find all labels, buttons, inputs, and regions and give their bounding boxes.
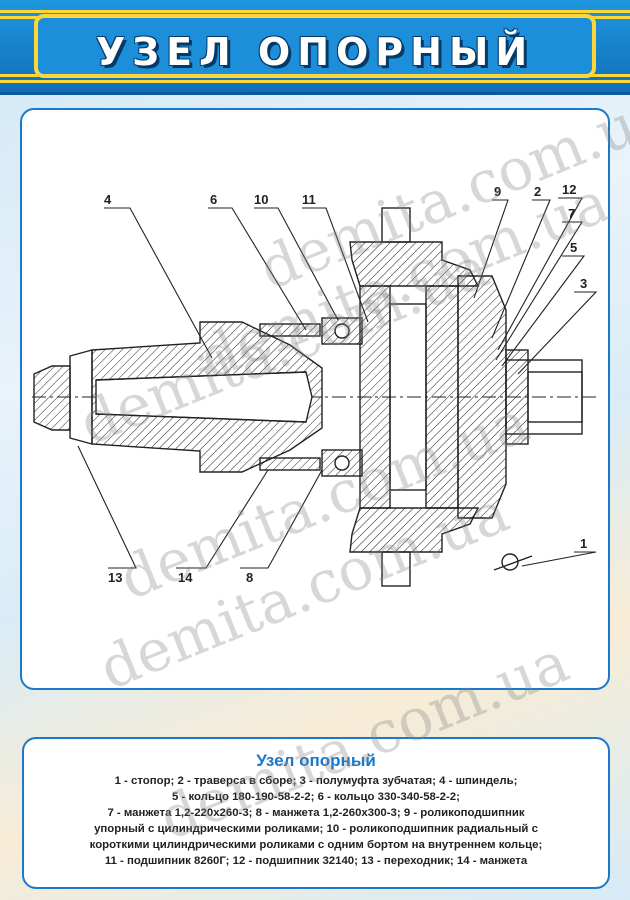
caption-line: 11 - подшипник 8260Г; 12 - подшипник 321… [104,855,528,867]
callout-label: 12 [562,182,577,197]
callout-label: 9 [494,184,502,199]
header-stripe [0,10,630,13]
callout-label: 4 [104,192,112,207]
callout-label: 5 [570,240,578,255]
callout-label: 3 [580,276,588,291]
caption-line: 1 - стопор; 2 - траверса в сборе; 3 - по… [114,775,518,787]
callout-label: 8 [246,570,254,585]
callout-label: 10 [254,192,269,207]
callout-label: 14 [178,570,193,585]
callout-label: 11 [302,192,316,207]
title-plate: УЗЕЛ ОПОРНЫЙ [34,14,596,78]
header-stripe [0,80,630,83]
callout-label: 13 [108,570,123,585]
caption-heading: Узел опорный [256,751,376,770]
caption-line: 5 - кольцо 180-190-58-2-2; 6 - кольцо 33… [172,791,460,803]
callout-label: 6 [210,192,218,207]
callout-label: 2 [534,184,542,199]
header-banner: УЗЕЛ ОПОРНЫЙ [0,0,630,95]
callout-label: 1 [580,536,588,551]
drawing-panel: 4 6 10 11 9 2 12 7 5 3 1 13 14 8 [20,108,610,690]
leader-lines [77,197,598,569]
assembly-drawing [32,207,598,587]
callout-label: 7 [568,206,576,221]
caption-line: короткими цилиндрическими роликами с одн… [89,839,543,851]
technical-drawing [32,197,598,587]
caption-line: 7 - манжета 1,2-220х260-3; 8 - манжета 1… [107,807,525,819]
caption-line: упорный с цилиндрическими роликами; 10 -… [94,823,538,835]
page-title: УЗЕЛ ОПОРНЫЙ [95,30,535,74]
caption-panel: Узел опорный 1 - стопор; 2 - траверса в … [22,737,610,889]
